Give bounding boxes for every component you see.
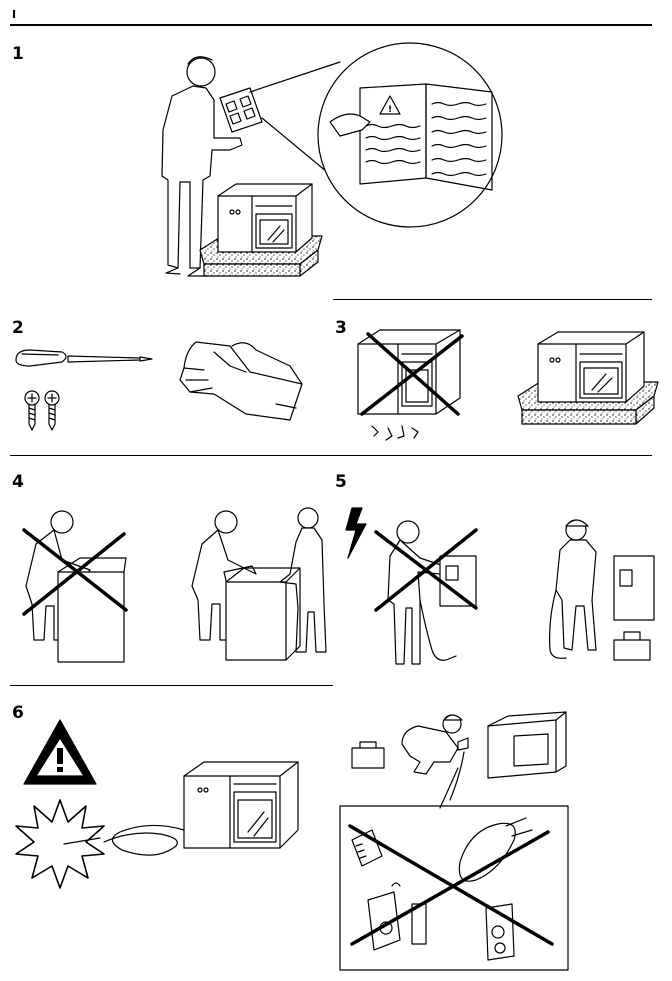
- step-number-2: 2: [12, 318, 24, 338]
- oven-on-pallet-correct-illustration: [518, 332, 658, 424]
- oven-with-power-cord-illustration: [104, 762, 298, 855]
- page-language-label: I: [12, 8, 17, 21]
- manual-magnified-callout: !: [250, 43, 502, 227]
- header-rule: [10, 24, 652, 26]
- electrician-at-socket-illustration: [352, 712, 566, 800]
- step-number-3: 3: [335, 318, 347, 338]
- screwdriver-and-screws-illustration: [16, 350, 152, 430]
- protective-gloves-illustration: [180, 342, 302, 420]
- svg-text:!: !: [388, 105, 392, 115]
- divider-step-6-top: [10, 685, 333, 686]
- man-reading-manual-illustration: [162, 57, 262, 276]
- warning-triangle-icon: [24, 720, 96, 784]
- step-number-4: 4: [12, 472, 24, 492]
- single-person-lifting-crossed-illustration: [24, 511, 126, 662]
- qualified-electrician-illustration: [550, 520, 654, 660]
- lightning-warning-icon: [346, 508, 366, 558]
- oven-on-floor-crossed-illustration: [358, 330, 462, 440]
- divider-step-3-top: [333, 299, 652, 300]
- adapters-and-extensions-prohibited-panel: [340, 768, 568, 970]
- divider-step-4-top: [10, 455, 652, 456]
- untrained-connection-crossed-illustration: [376, 521, 476, 664]
- electric-spark-icon: [16, 800, 104, 888]
- two-people-lifting-illustration: [192, 508, 326, 660]
- step-number-6: 6: [12, 703, 24, 723]
- step-number-1: 1: [12, 44, 24, 64]
- oven-on-pallet-illustration: [200, 184, 322, 276]
- step-number-5: 5: [335, 472, 347, 492]
